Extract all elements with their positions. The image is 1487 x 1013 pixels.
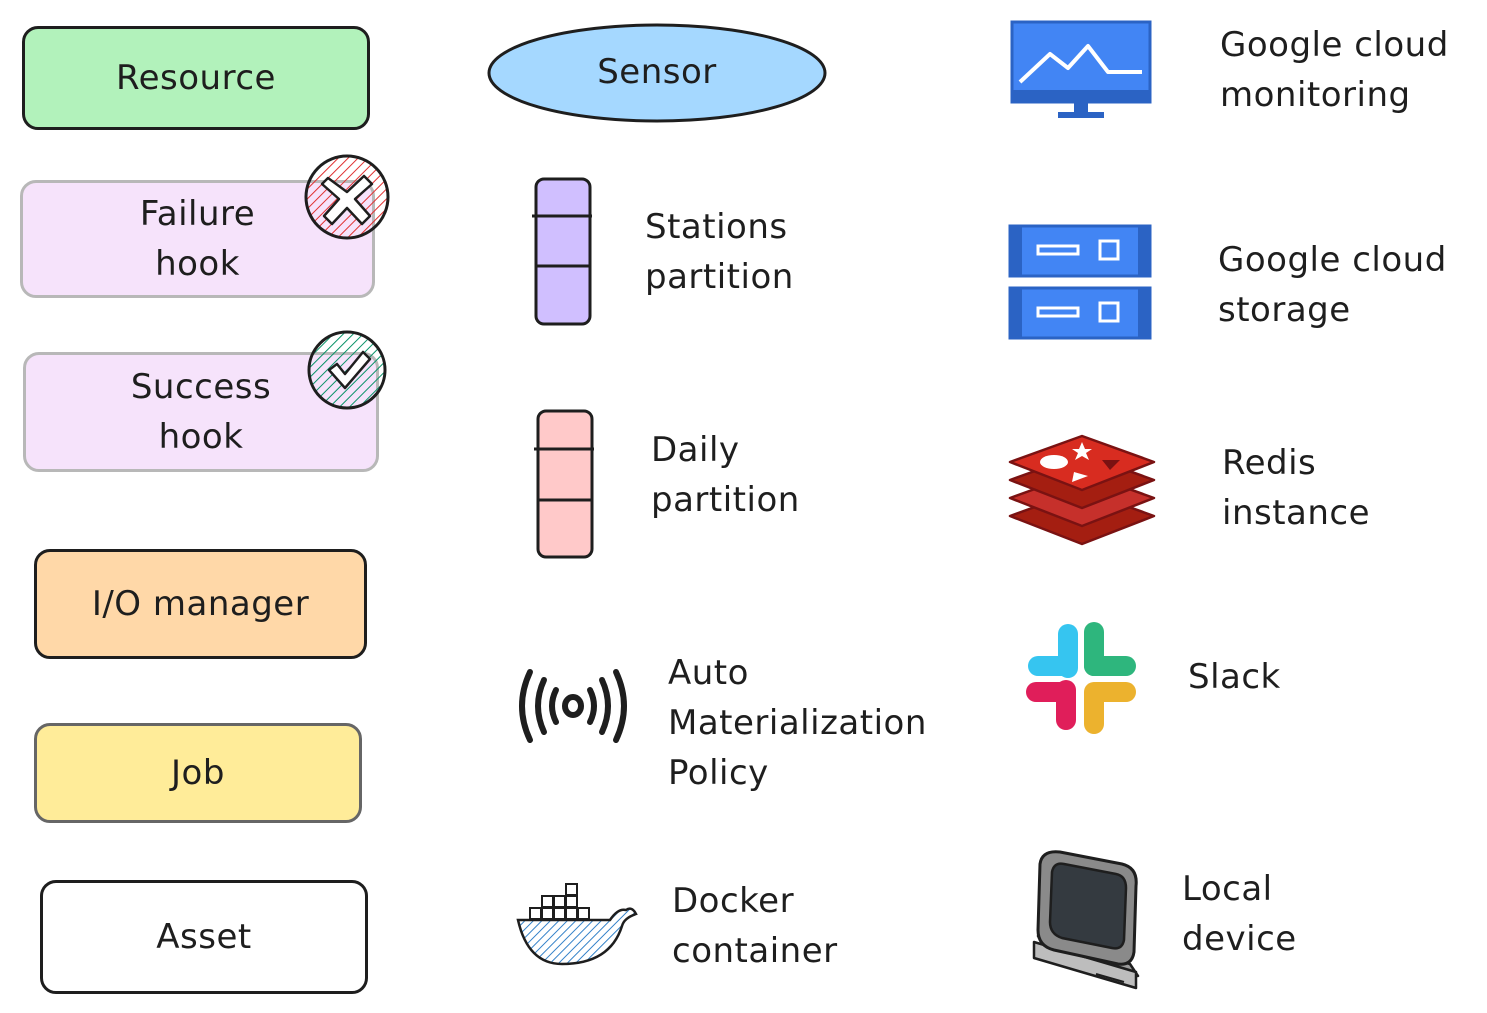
job-label: Job <box>171 753 225 793</box>
monitor-chart-icon <box>1010 20 1152 118</box>
daily-partition-label: Daily partition <box>651 430 800 520</box>
success-check-icon <box>307 330 387 410</box>
io-manager-label: I/O manager <box>91 584 310 624</box>
sensor-label: Sensor <box>597 52 717 92</box>
daily-partition-icon <box>534 409 594 559</box>
success-hook-label: Success hook <box>130 367 272 457</box>
docker-container-label: Docker container <box>672 881 838 971</box>
stations-partition-icon <box>532 177 592 326</box>
stations-partition-label: Stations partition <box>645 207 794 297</box>
docker-whale-icon <box>516 883 638 966</box>
storage-server-icon <box>1008 224 1152 340</box>
crt-computer-icon <box>1032 850 1140 990</box>
sensor-ellipse <box>487 23 827 123</box>
slack-logo-icon <box>1026 622 1136 734</box>
job-node: Job <box>34 723 362 823</box>
redis-label: Redis instance <box>1222 443 1371 533</box>
failure-x-icon <box>304 154 390 240</box>
asset-node: Asset <box>40 880 368 994</box>
failure-hook-label: Failure hook <box>139 194 256 284</box>
gcp-monitoring-label: Google cloud monitoring <box>1220 25 1449 115</box>
broadcast-signal-icon <box>519 669 627 743</box>
resource-label: Resource <box>116 58 276 98</box>
resource-node: Resource <box>22 26 370 130</box>
redis-stack-icon <box>1008 434 1156 546</box>
gcp-storage-label: Google cloud storage <box>1218 240 1447 330</box>
slack-label: Slack <box>1188 657 1281 697</box>
io-manager-node: I/O manager <box>34 549 367 659</box>
local-device-label: Local device <box>1182 869 1297 959</box>
asset-label: Asset <box>156 917 252 957</box>
auto-materialization-policy-label: Auto Materialization Policy <box>668 653 927 793</box>
